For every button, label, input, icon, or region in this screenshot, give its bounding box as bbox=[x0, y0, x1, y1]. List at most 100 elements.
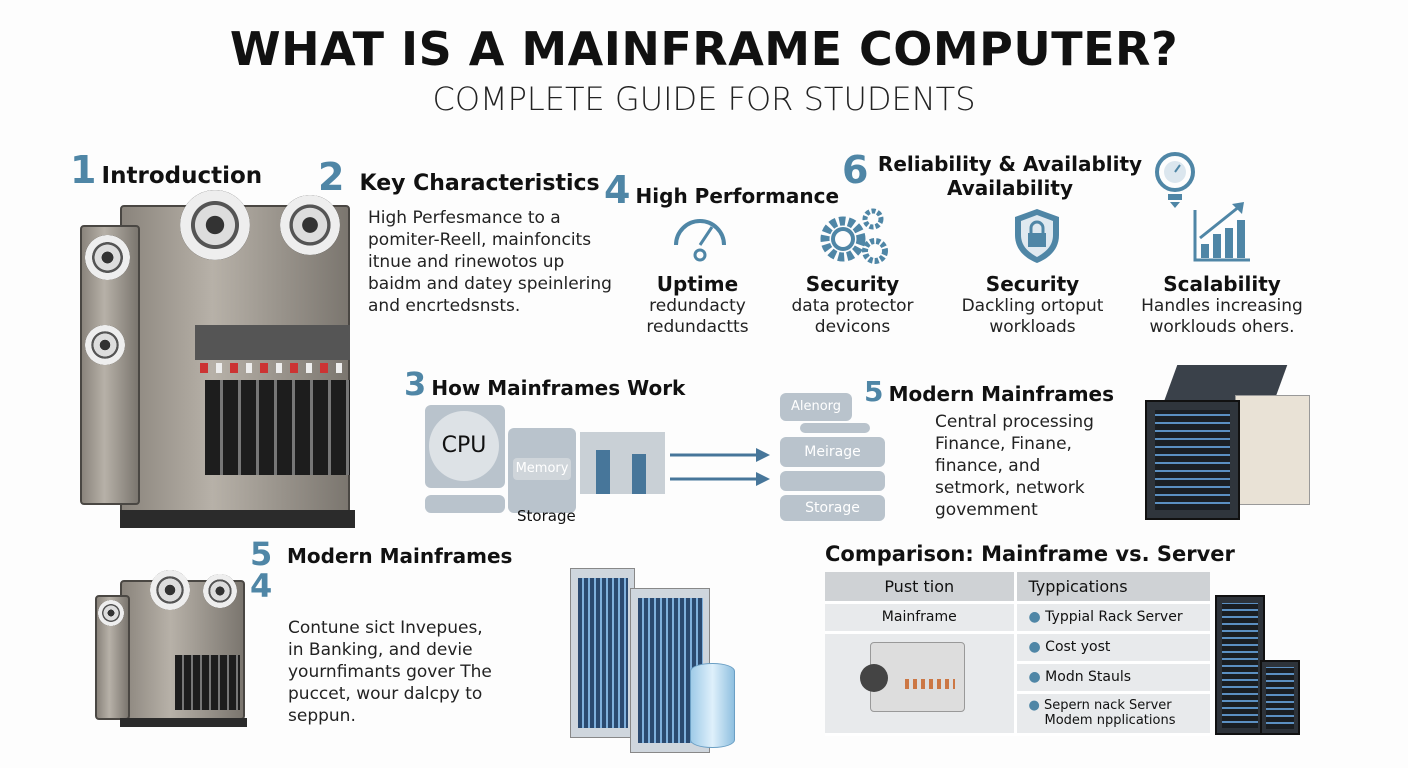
storage-stack: Alenorg Meirage Storage bbox=[780, 393, 887, 523]
feature-label: Scalability bbox=[1163, 272, 1281, 296]
column-header: Pust tion bbox=[825, 572, 1017, 604]
tape-reel-icon bbox=[98, 600, 124, 626]
text-line: yournfimants gover The bbox=[288, 662, 492, 682]
stack-layer: Storage bbox=[780, 495, 885, 521]
key-characteristics-text: High Perfesmance to a pomiter-Reell, mai… bbox=[368, 207, 612, 317]
memory-block: Memory bbox=[508, 428, 576, 513]
section-number: 2 bbox=[318, 155, 345, 199]
table-header-row: Pust tion Typpications bbox=[825, 572, 1210, 604]
column-header: Typpications bbox=[1015, 572, 1210, 604]
comparison-title: Comparison: Mainframe vs. Server bbox=[825, 542, 1235, 566]
feature-scalability: Scalability Handles increasing worklouds… bbox=[1132, 272, 1312, 338]
tape-reel-icon bbox=[85, 235, 130, 280]
stack-layer: Alenorg bbox=[780, 393, 852, 421]
cpu-label: CPU bbox=[429, 411, 499, 481]
modern-text: Central processing Finance, Finane, fina… bbox=[935, 411, 1094, 521]
section-title: Modern Mainframes bbox=[888, 382, 1115, 406]
feature-desc: devicons bbox=[814, 317, 891, 337]
section-number: 3 bbox=[404, 365, 427, 403]
feature-desc: Dackling ortoput bbox=[961, 296, 1104, 316]
section-number: 6 bbox=[842, 148, 869, 192]
small-mainframe-illustration bbox=[95, 570, 247, 728]
text-line: baidm and datey speinlering bbox=[368, 274, 612, 294]
section-number: 1 bbox=[70, 148, 97, 192]
feature-desc: workloads bbox=[989, 317, 1076, 337]
section-reliability-title: Reliability & Availablity Availability bbox=[870, 152, 1150, 200]
section-title: Modern Mainframes bbox=[287, 544, 513, 568]
feature-desc: redundacty bbox=[649, 296, 746, 316]
feature-security: Security data protector devicons bbox=[775, 272, 930, 338]
tape-reel-icon bbox=[280, 195, 340, 255]
text-line: pomiter-Reell, mainfoncits bbox=[368, 230, 592, 250]
modern-server-illustration bbox=[1140, 365, 1310, 525]
section-title: Key Characteristics bbox=[359, 171, 600, 196]
section-intro-heading: 1 Introduction bbox=[70, 148, 262, 192]
feature-security-2: Security Dackling ortoput workloads bbox=[950, 272, 1115, 338]
feature-uptime: Uptime redundacty redundactts bbox=[620, 272, 775, 338]
feature-desc: data protector bbox=[791, 296, 914, 316]
text-line: High Perfesmance to a bbox=[368, 208, 561, 228]
mainframe-illustration bbox=[80, 185, 355, 530]
text-line: Contune sict Invepues, bbox=[288, 618, 483, 638]
storage-bars bbox=[580, 432, 665, 494]
section-modern2-numbers: 5 4 bbox=[250, 538, 272, 602]
feature-label: Security bbox=[805, 272, 900, 296]
section-number: 4 bbox=[604, 168, 631, 212]
gears-icon bbox=[820, 208, 888, 264]
arrows-icon bbox=[670, 448, 770, 486]
text-line: setmork, network bbox=[935, 478, 1085, 498]
rack-server-illustration bbox=[1215, 595, 1305, 740]
tape-reel-icon bbox=[85, 325, 125, 365]
text-line: itnue and rinewotos up bbox=[368, 252, 565, 272]
page-title: WHAT IS A MAINFRAME COMPUTER? bbox=[229, 22, 1179, 76]
feature-desc: redundactts bbox=[646, 317, 749, 337]
section-title: High Performance bbox=[635, 184, 840, 208]
table-cell: Sepern nack Server bbox=[1043, 698, 1172, 713]
database-cylinder-icon bbox=[690, 663, 735, 748]
section-number: 5 bbox=[250, 535, 273, 573]
cpu-block: CPU bbox=[425, 405, 505, 488]
memory-label: Memory bbox=[513, 458, 571, 480]
tape-reel-icon bbox=[203, 574, 237, 608]
tape-reel-icon bbox=[180, 190, 250, 260]
table-cell: Cost yost bbox=[1045, 639, 1111, 655]
text-line: seppun. bbox=[288, 706, 356, 726]
table-row: Mainframe ● Typpial Rack Server bbox=[825, 602, 1210, 634]
text-line: puccet, wour dalcpy to bbox=[288, 684, 483, 704]
mainframe-console-illustration bbox=[825, 632, 1017, 736]
feature-desc: worklouds ohers. bbox=[1149, 317, 1295, 337]
table-cell: Modn Stauls bbox=[1045, 669, 1132, 685]
modern2-text: Contune sict Invepues, in Banking, and d… bbox=[288, 617, 492, 727]
feature-desc: Handles increasing bbox=[1141, 296, 1303, 316]
comparison-table: Pust tion Typpications Mainframe ● Typpi… bbox=[825, 572, 1210, 736]
text-line: and encrtedsnsts. bbox=[368, 296, 521, 316]
stack-layer: Meirage bbox=[780, 437, 885, 467]
table-row: ● Modn Stauls bbox=[825, 662, 1210, 694]
table-cell: Mainframe bbox=[825, 602, 1017, 634]
growth-chart-icon bbox=[1193, 202, 1250, 262]
lightbulb-clock-icon bbox=[1155, 152, 1195, 208]
section-reliability-heading: 6 bbox=[842, 148, 868, 192]
feature-label: Uptime bbox=[656, 272, 739, 296]
tape-reel-icon bbox=[150, 570, 190, 610]
feature-label: Security bbox=[985, 272, 1080, 296]
section-title: Introduction bbox=[101, 163, 263, 189]
section-performance-heading: 4 High Performance bbox=[604, 168, 839, 212]
server-cluster-illustration bbox=[570, 558, 760, 753]
table-row: ● Cost yost bbox=[825, 632, 1210, 736]
section-modern-heading: 5 Modern Mainframes bbox=[864, 375, 1114, 408]
text-line: in Banking, and devie bbox=[288, 640, 473, 660]
text-line: Central processing bbox=[935, 412, 1094, 432]
page-subtitle: COMPLETE GUIDE FOR STUDENTS bbox=[432, 80, 976, 118]
text-line: Finance, Finane, bbox=[935, 434, 1072, 454]
shield-lock-icon bbox=[1015, 209, 1059, 263]
title-line: Availability bbox=[947, 176, 1073, 200]
section-key-heading: 2 Key Characteristics bbox=[318, 155, 600, 199]
section-number: 4 bbox=[250, 567, 273, 605]
section-title: How Mainframes Work bbox=[431, 376, 686, 400]
storage-label: Storage bbox=[517, 507, 576, 525]
section-how-heading: 3 How Mainframes Work bbox=[404, 365, 685, 403]
section-number: 5 bbox=[864, 375, 884, 408]
table-cell: Modem npplications bbox=[1044, 713, 1176, 728]
